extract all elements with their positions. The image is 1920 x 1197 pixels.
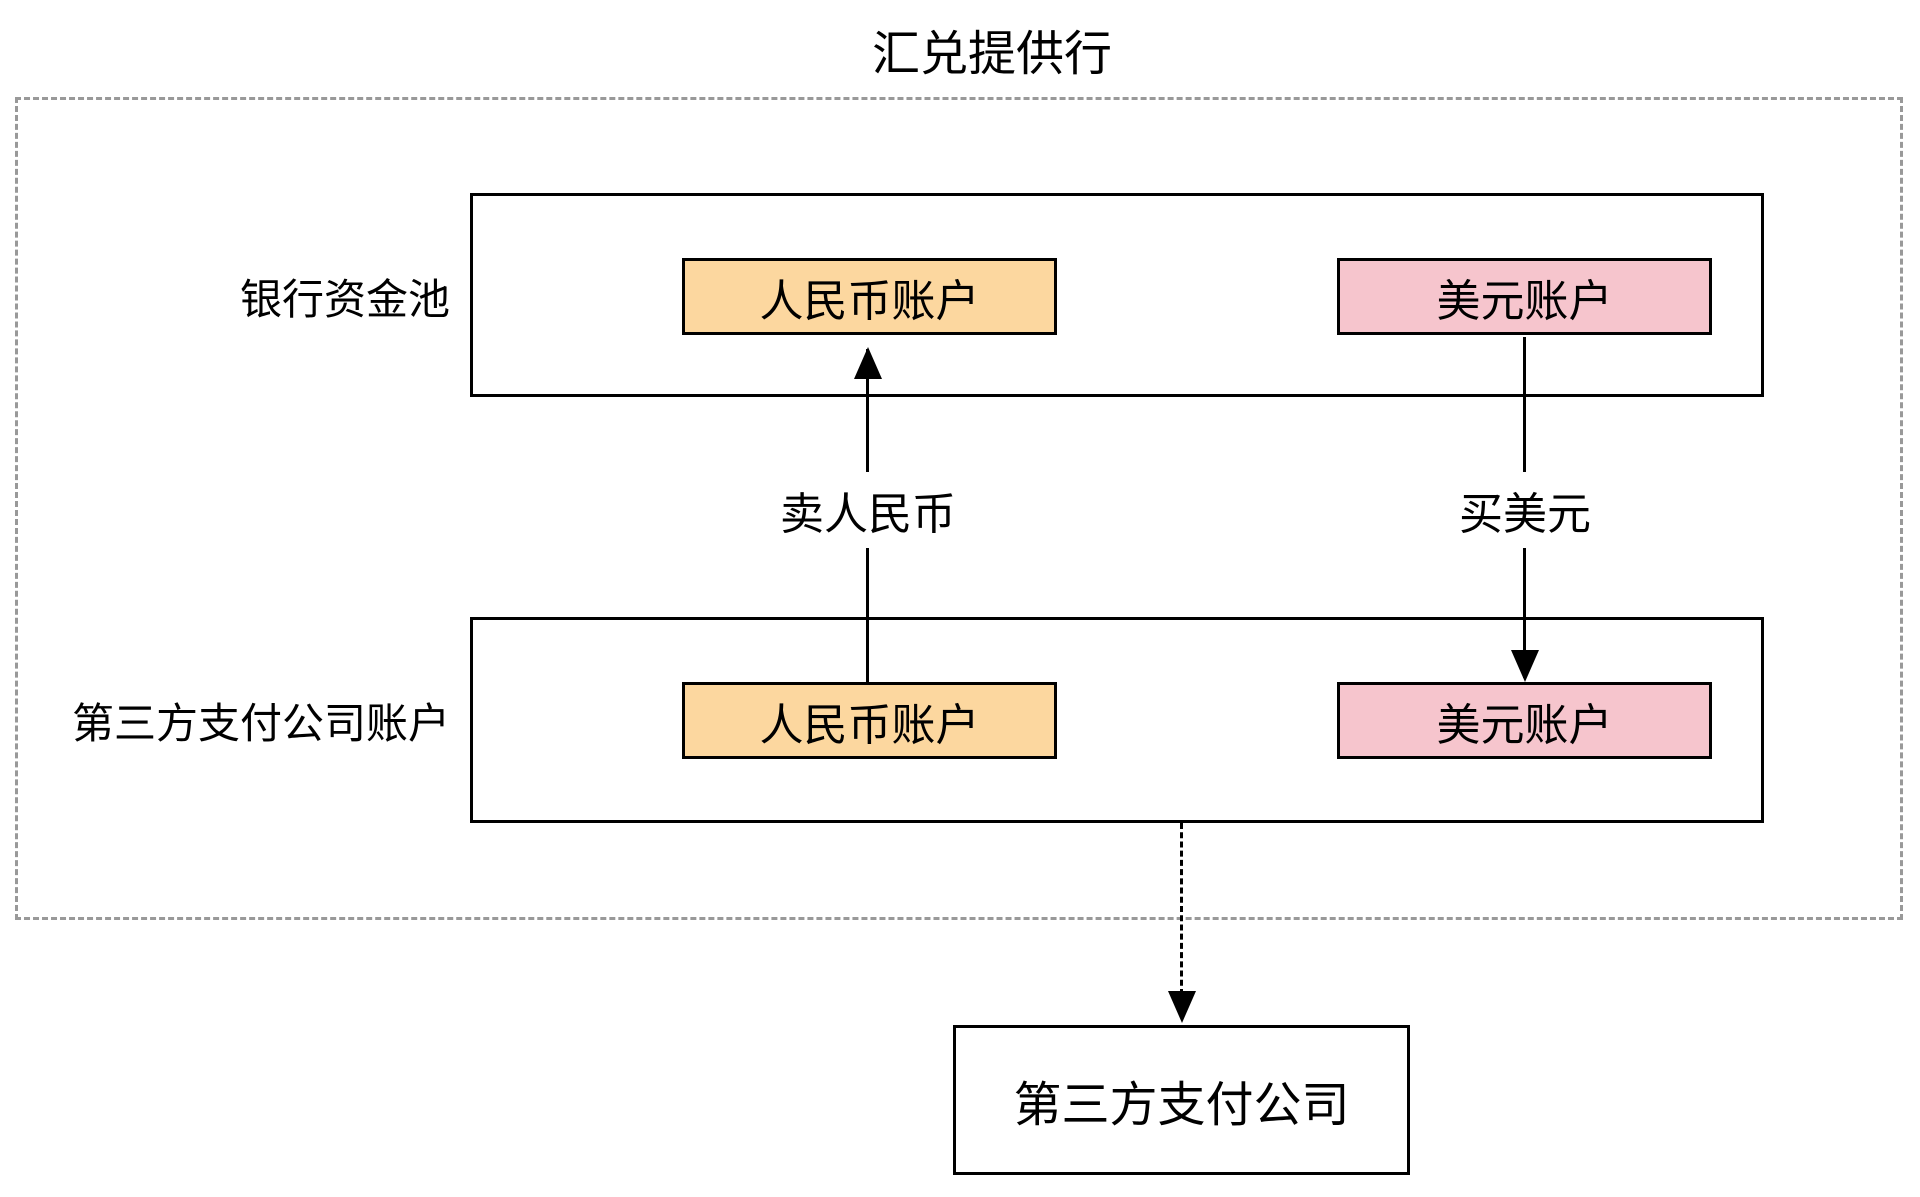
bank-usd-account-box: 美元账户 [1337,258,1712,335]
third-party-company-box: 第三方支付公司 [953,1025,1410,1175]
third-party-rmb-account-box: 人民币账户 [682,682,1057,759]
arrowhead-down-icon [1511,650,1539,682]
buy-usd-flow-label: 买美元 [1443,472,1607,548]
third-party-accounts-label: 第三方支付公司账户 [71,700,450,747]
sell-rmb-flow-label: 卖人民币 [764,472,972,548]
bank-pool-label: 银行资金池 [239,276,450,323]
bank-rmb-account-box: 人民币账户 [682,258,1057,335]
exchange-bank-group-border [15,97,1903,920]
arrowhead-down-icon [1168,991,1196,1023]
third-party-usd-account-box: 美元账户 [1337,682,1712,759]
diagram-title: 汇兑提供行 [871,28,1113,81]
arrowhead-up-icon [854,347,882,379]
company-flow-dashed-line [1180,823,1183,995]
